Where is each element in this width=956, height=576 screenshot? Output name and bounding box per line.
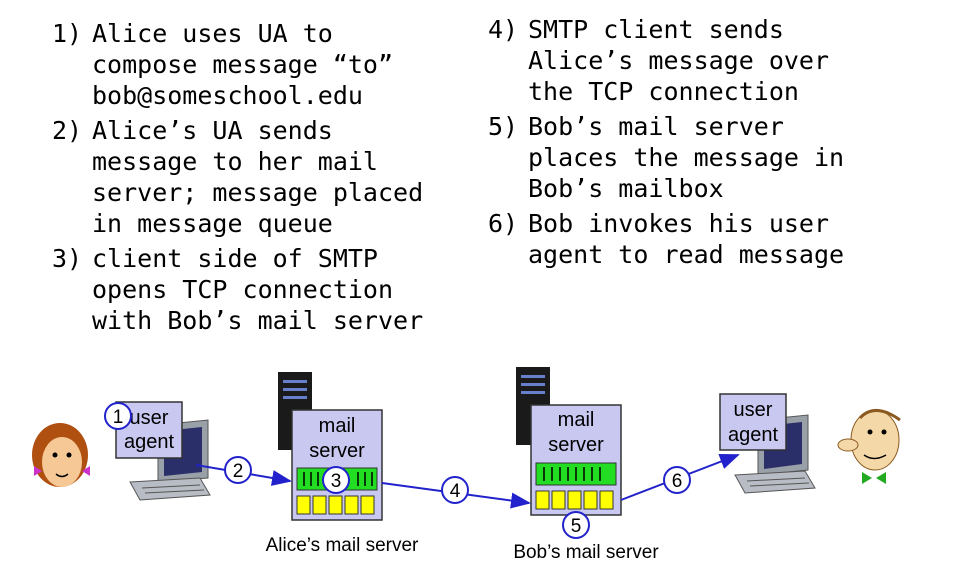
bob-server-line2: server bbox=[548, 434, 604, 456]
marker-4-label: 4 bbox=[450, 481, 461, 502]
step-5-number: 5) bbox=[488, 112, 519, 141]
step-4-text: SMTP client sends Alice’s message over t… bbox=[528, 15, 830, 106]
step-2: 2) Alice’s UA sends message to her mail s… bbox=[52, 115, 462, 239]
bob-mail-server: mail server bbox=[530, 404, 622, 516]
step-2-number: 2) bbox=[52, 116, 83, 145]
step-3-number: 3) bbox=[52, 244, 83, 273]
step-1: 1) Alice uses UA to compose message “to” … bbox=[52, 18, 462, 111]
bob-ua-line2: agent bbox=[728, 424, 778, 446]
alice-ua-line1: user bbox=[130, 407, 169, 429]
step-2-text: Alice’s UA sends message to her mail ser… bbox=[92, 116, 424, 238]
marker-4: 4 bbox=[441, 476, 469, 504]
bob-server-line1: mail bbox=[558, 409, 595, 431]
bob-user-agent: user agent bbox=[719, 393, 787, 451]
bob-mailboxes bbox=[535, 490, 614, 510]
step-4-number: 4) bbox=[488, 15, 519, 44]
marker-5: 5 bbox=[562, 511, 590, 539]
marker-1-label: 1 bbox=[113, 407, 124, 428]
marker-5-label: 5 bbox=[571, 516, 582, 537]
alice-server-line1: mail bbox=[319, 415, 356, 437]
alice-server-line2: server bbox=[309, 440, 365, 462]
alice-user-agent: user agent bbox=[115, 401, 183, 459]
alice-mail-server: mail server bbox=[291, 409, 383, 521]
marker-2-label: 2 bbox=[233, 461, 244, 482]
marker-3-label: 3 bbox=[331, 471, 342, 492]
step-3: 3) client side of SMTP opens TCP connecti… bbox=[52, 243, 462, 336]
alice-ua-line2: agent bbox=[124, 431, 174, 453]
step-4: 4) SMTP client sends Alice’s message over… bbox=[488, 14, 928, 107]
step-6-number: 6) bbox=[488, 209, 519, 238]
steps-left-column: 1) Alice uses UA to compose message “to” … bbox=[52, 18, 462, 340]
alice-user-agent-box bbox=[115, 401, 183, 459]
alice-mailboxes bbox=[296, 495, 375, 515]
step-1-text: Alice uses UA to compose message “to” bo… bbox=[92, 19, 394, 110]
bob-user-agent-box bbox=[719, 393, 787, 451]
marker-6: 6 bbox=[663, 466, 691, 494]
step-6-text: Bob invokes his user agent to read messa… bbox=[528, 209, 845, 269]
marker-2: 2 bbox=[224, 456, 252, 484]
step-5: 5) Bob’s mail server places the message i… bbox=[488, 111, 928, 204]
bob-ua-line1: user bbox=[734, 399, 773, 421]
marker-1: 1 bbox=[104, 402, 132, 430]
step-5-text: Bob’s mail server places the message in … bbox=[528, 112, 845, 203]
alice-server-caption: Alice’s mail server bbox=[266, 535, 419, 556]
step-6: 6) Bob invokes his user agent to read mes… bbox=[488, 208, 928, 270]
bob-server-caption: Bob’s mail server bbox=[513, 542, 659, 563]
bob-avatar-icon bbox=[837, 409, 901, 484]
marker-6-label: 6 bbox=[672, 471, 683, 492]
step-3-text: client side of SMTP opens TCP connection… bbox=[92, 244, 424, 335]
marker-3: 3 bbox=[322, 466, 350, 494]
alice-avatar-icon bbox=[32, 423, 90, 487]
step-1-number: 1) bbox=[52, 19, 83, 48]
email-flow-diagram: user agent 1 mail server bbox=[32, 367, 901, 563]
steps-right-column: 4) SMTP client sends Alice’s message over… bbox=[488, 14, 928, 274]
